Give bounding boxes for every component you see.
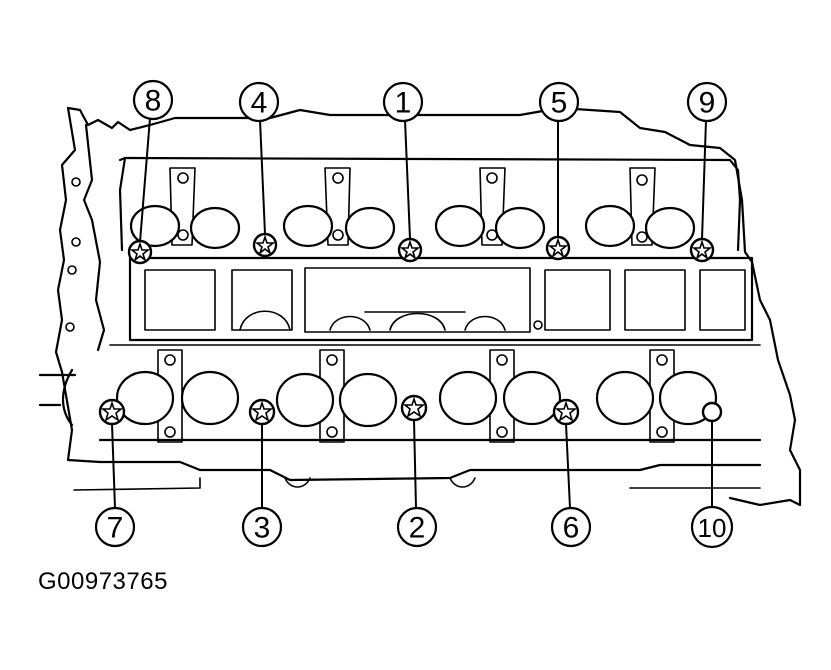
upper-bearing-caps bbox=[169, 167, 656, 246]
callout-9-label: 9 bbox=[699, 87, 716, 120]
bolt-3 bbox=[248, 398, 276, 426]
bolt-2 bbox=[400, 394, 428, 422]
callout-5: 5 bbox=[538, 81, 580, 123]
bolt-7 bbox=[98, 398, 126, 426]
callout-1-label: 1 bbox=[395, 87, 412, 120]
callout-1: 1 bbox=[382, 81, 424, 123]
bolt-5 bbox=[545, 235, 571, 261]
plug-gallery bbox=[128, 256, 754, 342]
callout-2-label: 2 bbox=[409, 512, 426, 545]
callout-10: 10 bbox=[690, 505, 734, 549]
callout-7-label: 7 bbox=[107, 512, 124, 545]
bolt-1 bbox=[397, 237, 423, 263]
callout-3: 3 bbox=[241, 506, 283, 548]
bolt-9 bbox=[689, 237, 715, 263]
callout-4-label: 4 bbox=[251, 87, 268, 120]
callout-4: 4 bbox=[238, 81, 280, 123]
callout-6: 6 bbox=[550, 506, 592, 548]
bolt-8 bbox=[127, 239, 153, 265]
callout-8-label: 8 bbox=[145, 85, 162, 118]
head-bolts bbox=[98, 232, 723, 426]
callout-8: 8 bbox=[132, 79, 174, 121]
side-holes bbox=[65, 177, 81, 332]
head-outline bbox=[38, 106, 802, 507]
callout-10-label: 10 bbox=[698, 513, 727, 543]
lower-valves bbox=[115, 370, 718, 428]
callout-9: 9 bbox=[686, 81, 728, 123]
bolt-10 bbox=[701, 401, 723, 423]
leader-lines bbox=[111, 117, 713, 509]
upper-valves bbox=[129, 204, 696, 250]
bolt-4 bbox=[252, 232, 278, 258]
bolt-6 bbox=[552, 398, 580, 426]
callout-7: 7 bbox=[94, 506, 136, 548]
callout-6-label: 6 bbox=[563, 512, 580, 545]
callout-5-label: 5 bbox=[551, 87, 568, 120]
figure-id: G00973765 bbox=[38, 568, 168, 595]
callout-2: 2 bbox=[396, 506, 438, 548]
callout-3-label: 3 bbox=[254, 512, 271, 545]
